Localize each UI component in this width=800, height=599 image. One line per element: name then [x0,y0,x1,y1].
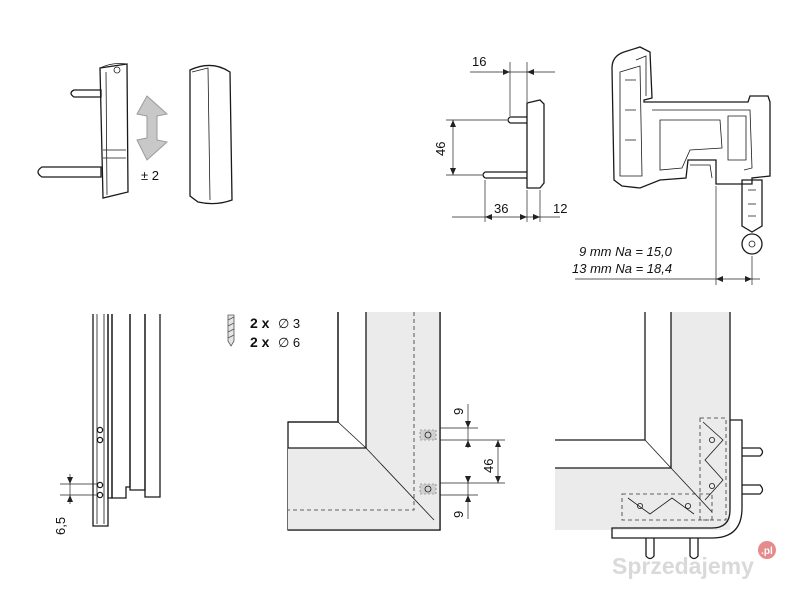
dimension-lines [446,62,560,222]
corner-top-gap: 9 [451,408,466,415]
frame-corner-drilling [287,312,505,531]
profile-bracket [482,99,545,189]
drill-qty-2: 2 x [250,334,270,350]
drill-qty-1: 2 x [250,315,270,331]
window-profile-section [575,46,771,285]
overlap-note-9mm: 9 mm Na = 15,0 [579,244,673,259]
corner-spacing: 46 [481,459,496,473]
watermark-text: Sprzedajemy [612,553,754,579]
hinge-drawing [37,63,129,199]
dim-bottom-left: 36 [494,201,508,216]
dim-top-width: 16 [472,54,486,69]
adjust-label: ± 2 [141,168,159,183]
dim-height: 46 [433,142,448,156]
overlap-note-13mm: 13 mm Na = 18,4 [572,261,672,276]
watermark-suffix: .pl [761,546,773,557]
drill-bit-icon [227,314,235,347]
dim-bottom-right: 12 [553,201,567,216]
side-offset-dim: 6,5 [53,517,68,535]
hinge-cover [189,64,233,205]
watermark-logo: Sprzedajemy .pl [612,541,776,579]
corner-bottom-gap: 9 [451,511,466,518]
drill-diameter-6: ∅ 6 [278,335,300,350]
frame-side-view [60,314,161,527]
drill-diameter-3: ∅ 3 [278,316,300,331]
frame-corner-hardware [555,312,764,560]
adjust-arrow-icon [136,95,169,161]
